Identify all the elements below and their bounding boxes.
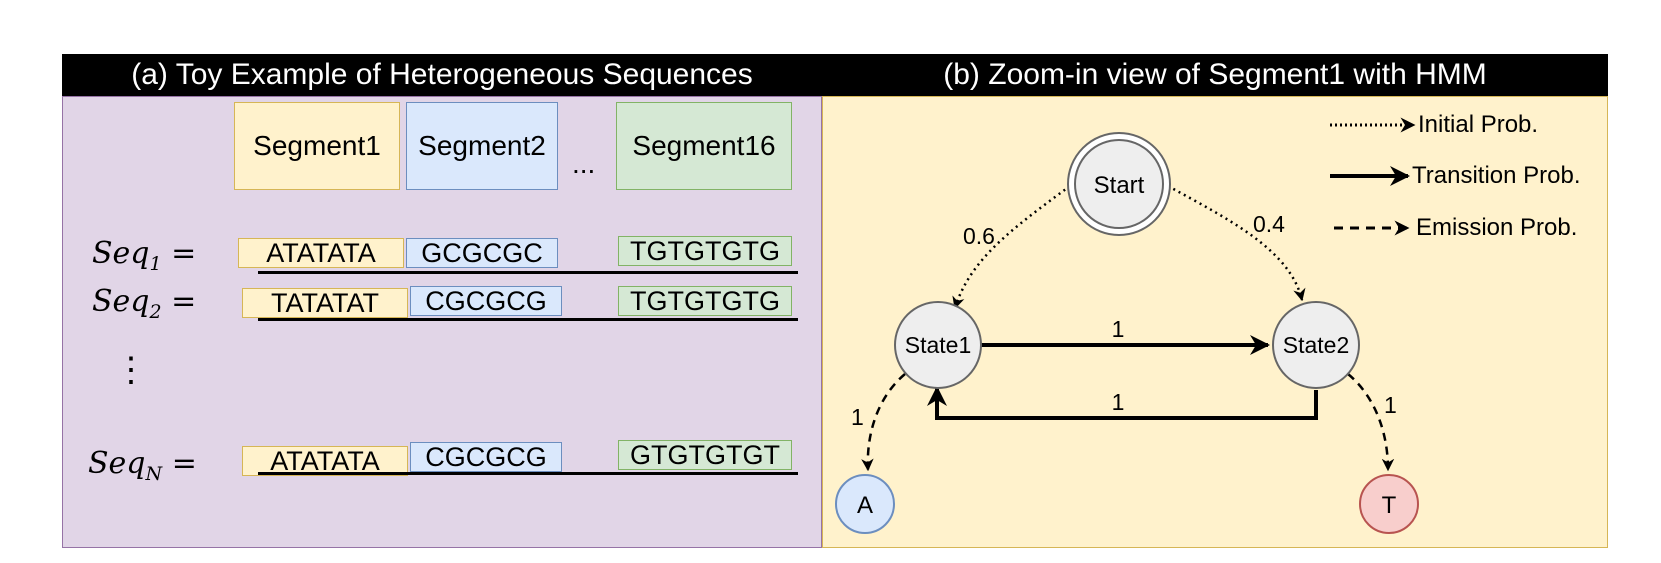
edge-start-state1 xyxy=(952,184,1071,310)
edge-start-state2 xyxy=(1167,184,1306,302)
legend-transition-label: Transition Prob. xyxy=(1412,162,1581,189)
seq2-underline xyxy=(258,318,798,321)
seqN-segment2-cell: CGCGCG xyxy=(410,442,562,472)
seqN-underline xyxy=(258,472,798,475)
edge-state2-state1 xyxy=(927,386,1318,420)
seq2-segment1-cell: TATATAT xyxy=(242,288,408,318)
label-start-state2: 0.4 xyxy=(1253,211,1285,237)
segment2-header: Segment2 xyxy=(406,102,558,190)
emit-T-node xyxy=(1359,474,1419,534)
panel-a-title: (a) Toy Example of Heterogeneous Sequenc… xyxy=(62,54,822,96)
segment-ellipsis: ... xyxy=(572,148,596,179)
seq2-segment16-cell: TGTGTGTG xyxy=(618,286,792,316)
seq1-segment1-cell: ATATATA xyxy=(238,238,404,268)
edge-state1-A xyxy=(861,373,906,472)
seq1-segment2-cell: GCGCGC xyxy=(406,238,558,268)
label-s2-T: 1 xyxy=(1384,392,1397,418)
emit-A-label: A xyxy=(857,492,873,519)
state2-label: State2 xyxy=(1283,332,1350,358)
seq1-underline xyxy=(258,271,798,274)
seq2-label: Seq2 = xyxy=(92,284,197,323)
legend-emission-label: Emission Prob. xyxy=(1416,214,1578,241)
label-s1-s2: 1 xyxy=(1112,316,1125,342)
label-s2-s1: 1 xyxy=(1112,389,1125,415)
panel-b-title: (b) Zoom-in view of Segment1 with HMM xyxy=(822,54,1608,96)
edge-state2-T xyxy=(1347,373,1395,472)
label-start-state1: 0.6 xyxy=(963,223,995,249)
seq1-segment16-cell: TGTGTGTG xyxy=(618,236,792,266)
seq2-segment2-cell: CGCGCG xyxy=(410,286,562,316)
start-label: Start xyxy=(1094,172,1145,199)
emit-A-node xyxy=(835,474,895,534)
segment16-header: Segment16 xyxy=(616,102,792,190)
seq1-label: Seq1 = xyxy=(92,236,197,275)
state1-node xyxy=(894,301,982,389)
vertical-ellipsis: ⋮ xyxy=(114,350,148,390)
state2-node xyxy=(1272,301,1360,389)
start-node xyxy=(1067,132,1171,236)
emit-T-label: T xyxy=(1382,492,1397,519)
segment1-header: Segment1 xyxy=(234,102,400,190)
seqN-label: SeqN = xyxy=(88,446,197,485)
legend-initial-label: Initial Prob. xyxy=(1418,111,1539,138)
label-s1-A: 1 xyxy=(851,404,864,430)
seqN-segment16-cell: GTGTGTGT xyxy=(618,440,792,470)
state1-label: State1 xyxy=(905,332,972,358)
seqN-segment1-cell: ATATATA xyxy=(242,446,408,476)
